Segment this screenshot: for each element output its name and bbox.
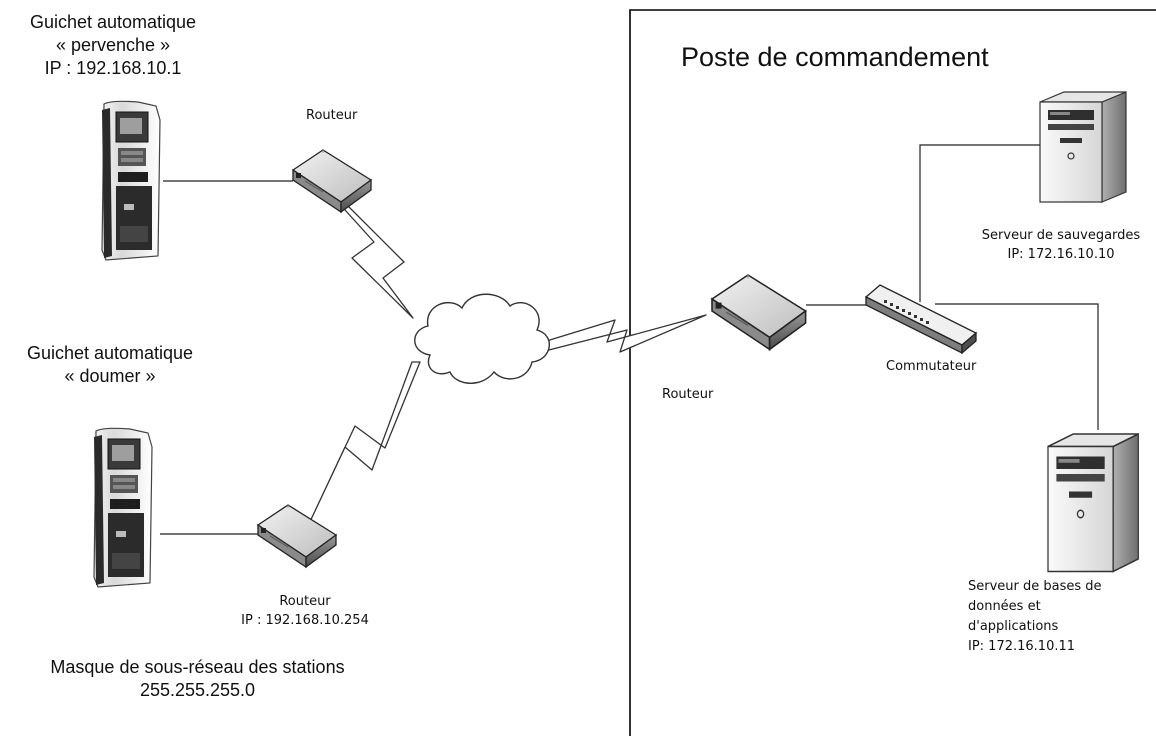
cable-switch-db-server xyxy=(935,303,1099,430)
server-icon-db xyxy=(1047,433,1140,573)
server-backup-name: Serveur de sauvegardes xyxy=(981,228,1141,243)
atm-pervenche-line1: Guichet automatique xyxy=(29,12,197,32)
server-backup-ip: IP: 172.16.10.10 xyxy=(1007,247,1115,262)
cable-switch-backup-server xyxy=(919,144,1040,302)
server-backup-label: Serveur de sauvegardes IP: 172.16.10.10 xyxy=(966,226,1156,264)
wan-link-bottom xyxy=(306,361,421,529)
subnet-mask-label: Masque de sous-réseau des stations 255.2… xyxy=(10,656,385,702)
server-db-line1: Serveur de bases de xyxy=(968,579,1102,594)
subnet-mask-line1: Masque de sous-réseau des stations xyxy=(50,657,345,677)
atm-pervenche-label: Guichet automatique « pervenche » IP : 1… xyxy=(13,11,213,80)
router-central-label: Routeur xyxy=(662,387,714,402)
server-db-line2: données et xyxy=(968,599,1041,614)
server-db-label: Serveur de bases de données et d'applica… xyxy=(968,577,1102,657)
router-bottom-label: Routeur IP : 192.168.10.254 xyxy=(235,592,375,630)
switch-label: Commutateur xyxy=(886,359,977,374)
switch-icon xyxy=(864,284,978,355)
atm-doumer-line1: Guichet automatique xyxy=(26,343,194,363)
command-post-border xyxy=(629,9,1156,736)
subnet-mask-value: 255.255.255.0 xyxy=(139,680,256,700)
wan-link-top xyxy=(335,197,414,319)
cloud-icon xyxy=(414,293,551,384)
router-bottom-name: Routeur xyxy=(279,594,331,609)
router-icon-central xyxy=(711,274,807,351)
atm-doumer-label: Guichet automatique « doumer » xyxy=(0,342,220,388)
router-bottom-ip: IP : 192.168.10.254 xyxy=(241,613,369,628)
server-icon-backup xyxy=(1039,91,1127,203)
server-db-line3: d'applications xyxy=(968,619,1059,634)
atm-icon-doumer xyxy=(93,427,153,588)
atm-pervenche-line2: « pervenche » xyxy=(55,35,171,55)
router-icon-bottom xyxy=(257,504,337,568)
wan-link-right xyxy=(539,314,707,353)
atm-pervenche-ip: IP : 192.168.10.1 xyxy=(44,58,182,78)
router-icon-top xyxy=(292,149,372,213)
atm-doumer-line2: « doumer » xyxy=(64,366,156,386)
atm-icon-pervenche xyxy=(101,100,161,261)
server-db-ip: IP: 172.16.10.11 xyxy=(968,639,1076,654)
section-title: Poste de commandement xyxy=(681,42,989,72)
router-top-label: Routeur xyxy=(306,108,358,123)
